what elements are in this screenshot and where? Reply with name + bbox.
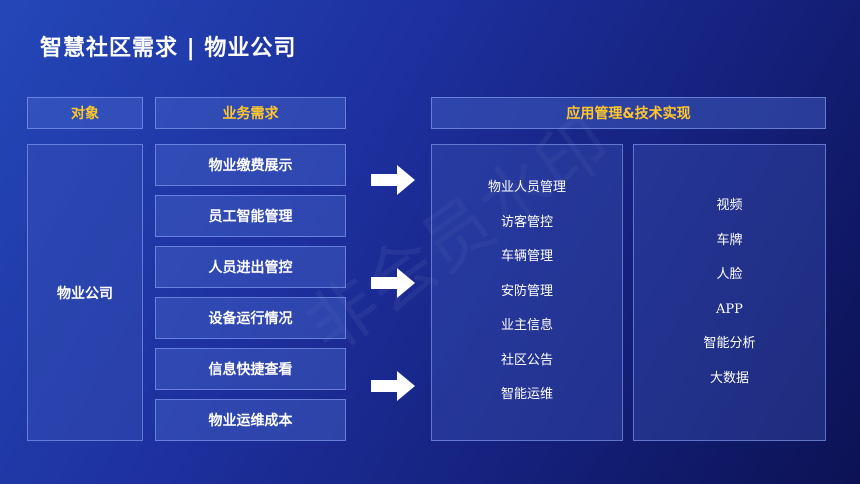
page-title: 智慧社区需求 | 物业公司 bbox=[40, 36, 297, 61]
technology-item: 车牌 bbox=[716, 232, 743, 248]
object-label: 物业公司 bbox=[57, 285, 113, 302]
technology-list: 视频 车牌 人脸 APP 智能分析 大数据 bbox=[633, 189, 826, 396]
requirement-item-4: 设备运行情况 bbox=[155, 297, 346, 339]
technology-item: 大数据 bbox=[709, 370, 749, 386]
application-item: 智能运维 bbox=[500, 387, 553, 402]
application-item: 安防管理 bbox=[500, 283, 553, 299]
technology-item: 人脸 bbox=[716, 267, 743, 282]
technology-panel bbox=[633, 144, 826, 441]
application-item: 业主信息 bbox=[500, 318, 553, 333]
application-item: 物业人员管理 bbox=[487, 180, 566, 195]
application-item: 访客管控 bbox=[500, 214, 553, 230]
requirement-item-3: 人员进出管控 bbox=[155, 246, 346, 288]
application-item: 社区公告 bbox=[500, 352, 553, 368]
object-panel: 物业公司 bbox=[27, 144, 143, 441]
arrow-right-icon bbox=[371, 371, 415, 401]
header-application: 应用管理&技术实现 bbox=[431, 97, 826, 129]
application-list: 物业人员管理 访客管控 车辆管理 安防管理 业主信息 社区公告 智能运维 bbox=[431, 171, 623, 413]
requirement-item-6: 物业运维成本 bbox=[155, 399, 346, 441]
header-business: 业务需求 bbox=[155, 97, 346, 129]
technology-item: 视频 bbox=[716, 198, 743, 213]
requirement-item-1: 物业缴费展示 bbox=[155, 144, 346, 186]
requirement-item-5: 信息快捷查看 bbox=[155, 348, 346, 390]
application-panel bbox=[431, 144, 623, 441]
header-object: 对象 bbox=[27, 97, 143, 129]
technology-item: 智能分析 bbox=[703, 336, 756, 351]
arrow-right-icon bbox=[371, 165, 415, 195]
application-item: 车辆管理 bbox=[500, 249, 553, 264]
requirement-item-2: 员工智能管理 bbox=[155, 195, 346, 237]
technology-item: APP bbox=[716, 301, 743, 317]
arrow-right-icon bbox=[371, 268, 415, 298]
